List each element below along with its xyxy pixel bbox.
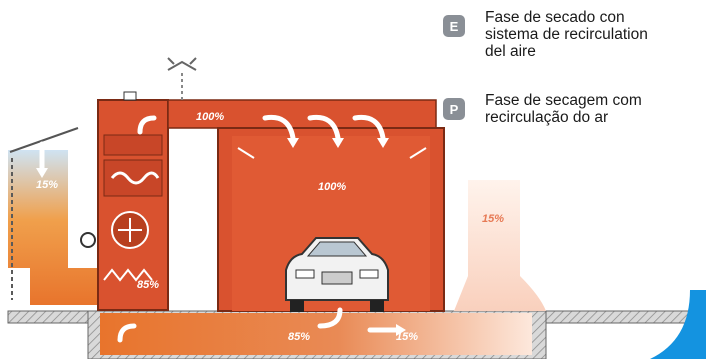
chimney [454,180,546,311]
label-generator: 85% [137,279,159,291]
floor-duct [100,313,532,355]
badge-e: E [443,15,465,37]
legend-item-es: E Fase de secado con sistema de recircul… [443,9,706,60]
label-floor-recirc: 85% [288,331,310,343]
legend-item-pt: P Fase de secagem com recirculação do ar [443,92,706,126]
label-chimney: 15% [482,213,504,225]
top-duct [167,99,437,129]
vent-cap-icon [167,57,197,71]
legend-text-es: Fase de secado con sistema de recirculat… [485,9,648,60]
label-booth: 100% [318,181,346,193]
intake-duct [8,150,100,305]
label-top-duct: 100% [196,111,224,123]
intake-roof [9,127,79,153]
label-left-intake: 15% [36,179,58,191]
badge-p: P [443,98,465,120]
legend-text-pt: Fase de secagem com recirculação do ar [485,92,642,126]
car-icon [285,237,389,312]
label-floor-exhaust: 15% [396,331,418,343]
accent-shape [650,290,706,359]
